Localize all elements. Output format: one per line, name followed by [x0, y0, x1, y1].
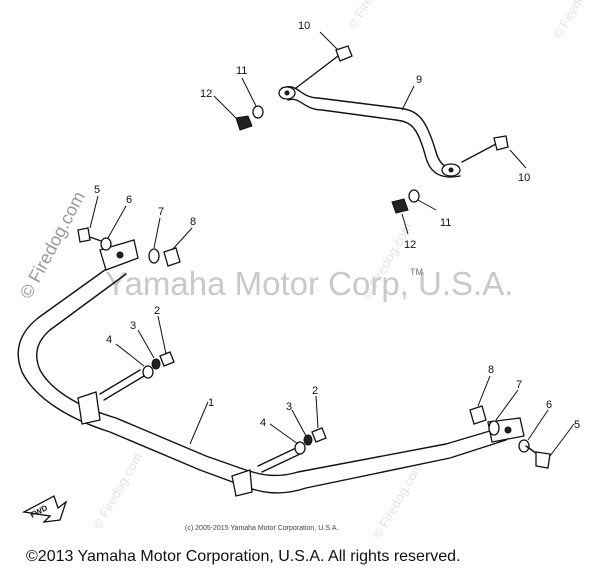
callout-10-upper: 10 [298, 20, 310, 32]
watermark-faint-5: © Firedog.com [370, 460, 426, 542]
nut-2-center [311, 427, 327, 443]
washer-4-center [294, 441, 306, 455]
callout-6-right: 6 [546, 399, 552, 411]
callout-7-left: 7 [158, 206, 164, 218]
callout-5-left: 5 [94, 184, 100, 196]
washer-11-upper [252, 105, 264, 119]
upper-bracket-9 [278, 86, 461, 178]
callout-12-upper: 12 [200, 88, 212, 100]
fwd-arrow: FWD [21, 495, 68, 523]
firedog-side-watermark: © Firedog.com [16, 188, 89, 302]
bolt-10-upper [295, 45, 353, 89]
callout-2-left: 2 [154, 305, 160, 317]
watermark-faint-1: © Firedog.com [550, 0, 601, 42]
callout-6-left: 6 [126, 194, 132, 206]
callout-4-center: 4 [260, 417, 266, 429]
callout-numbers: 10 11 12 9 10 11 12 5 6 7 8 2 3 4 1 2 3 … [94, 20, 580, 431]
callout-4-left: 4 [106, 334, 112, 346]
footer-copyright: ©2013 Yamaha Motor Corporation, U.S.A. A… [26, 548, 461, 565]
callout-11-lower: 11 [440, 217, 451, 229]
washer-3-center [303, 434, 313, 446]
callout-10-right: 10 [518, 172, 530, 184]
callout-8-right: 8 [488, 364, 494, 376]
callout-9: 9 [416, 74, 422, 86]
watermark-faint-2: © Firedog.com [345, 0, 401, 32]
callout-8-left: 8 [190, 216, 196, 228]
bolt-10-right [461, 135, 509, 163]
nut-12-upper [235, 115, 253, 131]
bolt-5-right-head [535, 451, 551, 469]
callout-3-center: 3 [286, 401, 292, 413]
nut-2-left [159, 351, 175, 367]
bolt-4-center [257, 447, 301, 473]
callout-7-right: 7 [516, 379, 522, 391]
nut-12-lower [391, 198, 409, 214]
washer-7-right [488, 420, 500, 436]
company-watermark: Yamaha Motor Corp, U.S.A. [105, 265, 513, 302]
washer-6-left [100, 237, 112, 251]
small-copyright: (c) 2005-2015 Yamaha Motor Corporation, … [185, 525, 338, 532]
callout-2-center: 2 [312, 385, 318, 397]
washer-6-right [518, 439, 530, 453]
nut-8-left [163, 247, 181, 267]
bolt-5-left-head [77, 227, 91, 243]
washer-11-lower [408, 189, 420, 203]
washer-4-left [142, 365, 154, 379]
callout-11-upper: 11 [236, 65, 247, 77]
washer-3-left [151, 358, 161, 370]
watermark-faint-4: © Firedog.com [90, 450, 146, 532]
callout-12-lower: 12 [404, 239, 416, 251]
trademark-mark: TM [410, 267, 423, 277]
callout-1: 1 [208, 397, 214, 409]
callout-5-right: 5 [574, 419, 580, 431]
leader-lines [89, 31, 575, 457]
callout-3-left: 3 [130, 320, 136, 332]
bolt-4-left [99, 369, 145, 401]
washer-7-left [148, 248, 160, 264]
nut-8-right [469, 405, 487, 425]
